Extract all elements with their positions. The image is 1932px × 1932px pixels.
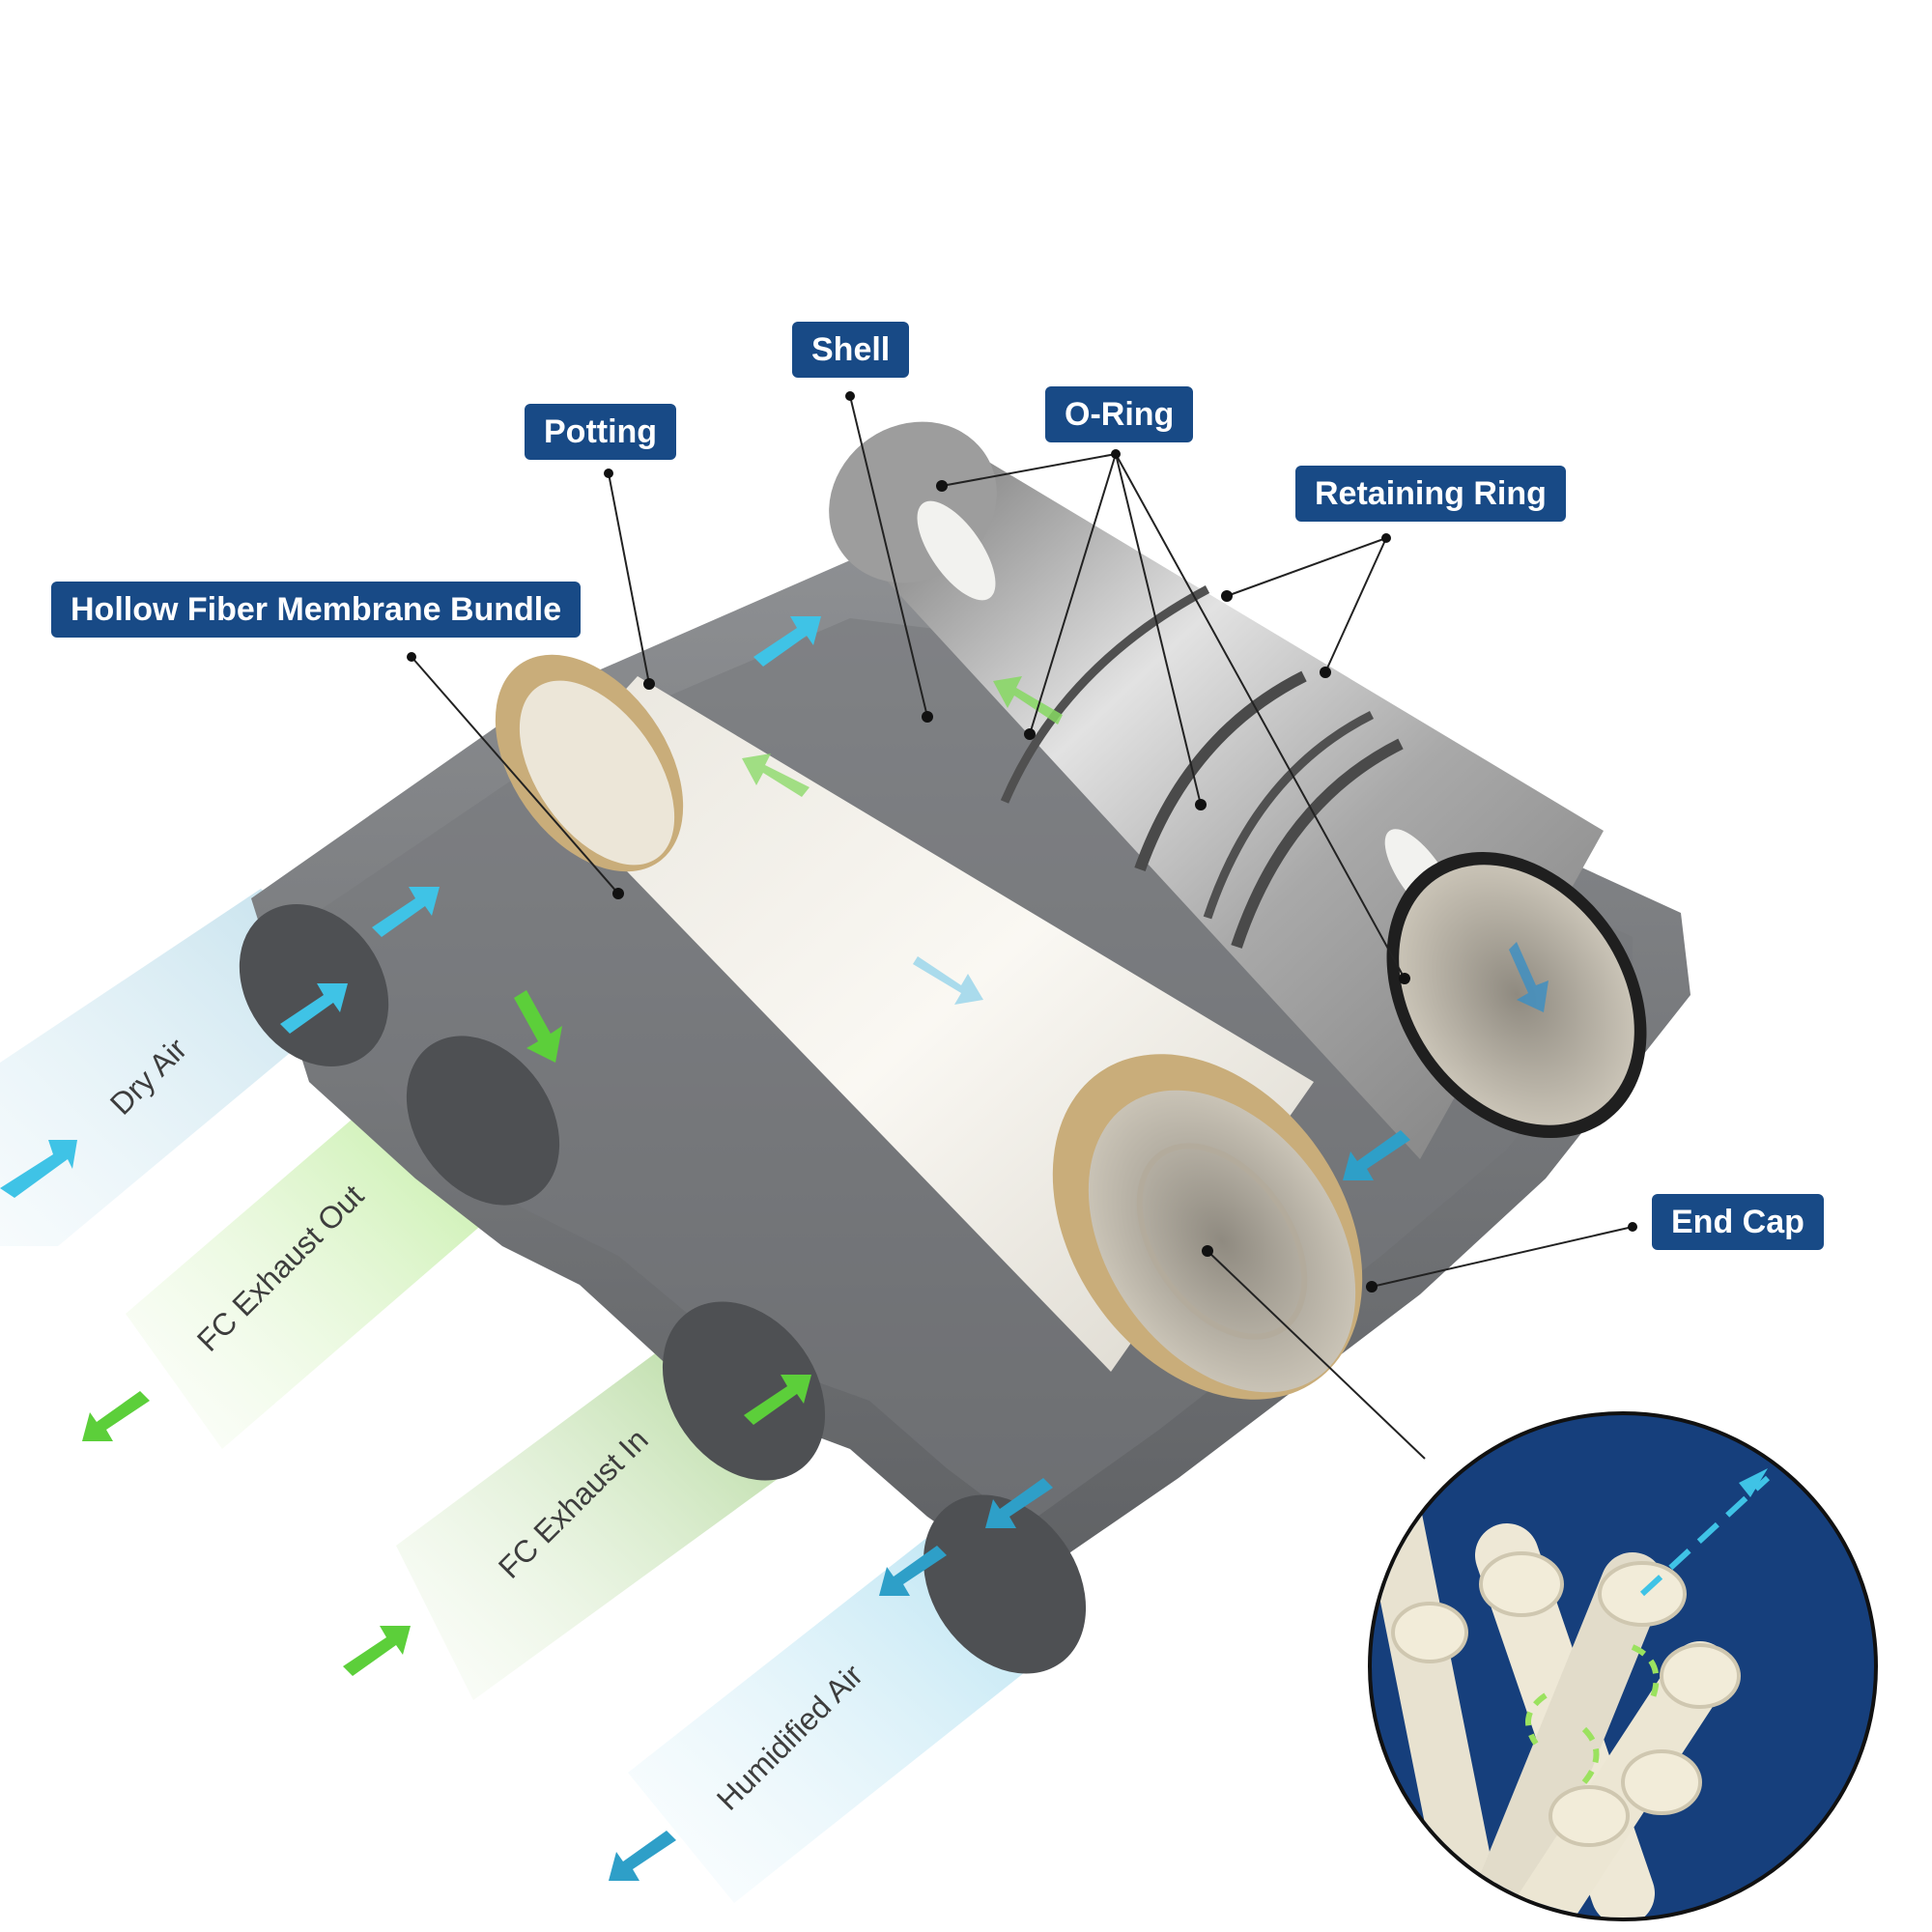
blue-arrow	[1343, 1130, 1410, 1180]
blue-arrow	[913, 956, 983, 1005]
fiber-end	[1548, 1785, 1630, 1847]
blue-arrow	[879, 1546, 947, 1596]
humidified-air-port	[923, 1494, 1087, 1674]
shell-slot	[917, 500, 996, 601]
green-arrow	[742, 753, 810, 797]
fiber-end	[1660, 1643, 1741, 1709]
o-ring-band	[1000, 585, 1210, 804]
retaining-ring-callout: Retaining Ring	[1295, 466, 1566, 522]
retaining-ring-band	[1134, 670, 1307, 872]
blue-arrow	[1739, 1468, 1768, 1497]
flow-arrows	[0, 616, 1548, 1881]
fiber-magnified-inset	[1368, 1411, 1878, 1921]
green-arrow	[744, 1375, 811, 1425]
leader-dots	[407, 391, 1637, 1293]
blue-arrow	[753, 616, 821, 667]
blue-arrow	[1509, 942, 1548, 1012]
blue-arrow	[0, 1140, 77, 1198]
o-ring-band	[1203, 710, 1375, 920]
green-arrow	[82, 1391, 150, 1441]
blue-arrow	[985, 1478, 1053, 1528]
blue-arrow	[609, 1831, 676, 1881]
green-arrow	[514, 990, 562, 1063]
fiber-end	[1621, 1749, 1702, 1815]
blue-arrow	[280, 983, 348, 1034]
fiber-end	[1479, 1551, 1564, 1617]
retaining-ring-band	[1231, 738, 1404, 949]
shell-cylinder	[829, 421, 1647, 1159]
front-end-face	[1088, 1090, 1356, 1393]
fiber-end	[1391, 1602, 1468, 1663]
hollow-fiber-cylinder	[495, 654, 1363, 1400]
dry-air-port	[239, 904, 389, 1066]
shell-callout: Shell	[792, 322, 910, 378]
potting-callout: Potting	[525, 404, 677, 460]
green-arrow	[343, 1626, 411, 1676]
blue-arrow	[372, 887, 440, 937]
end-cap-callout: End Cap	[1652, 1194, 1824, 1250]
o-ring-callout: O-Ring	[1045, 386, 1194, 442]
leader-lines	[411, 395, 1634, 1460]
fc-exhaust-in-port	[662, 1301, 826, 1481]
fc-exhaust-out-port	[406, 1036, 560, 1206]
hollow-fiber-callout: Hollow Fiber Membrane Bundle	[51, 582, 582, 638]
green-arrow	[993, 676, 1063, 724]
